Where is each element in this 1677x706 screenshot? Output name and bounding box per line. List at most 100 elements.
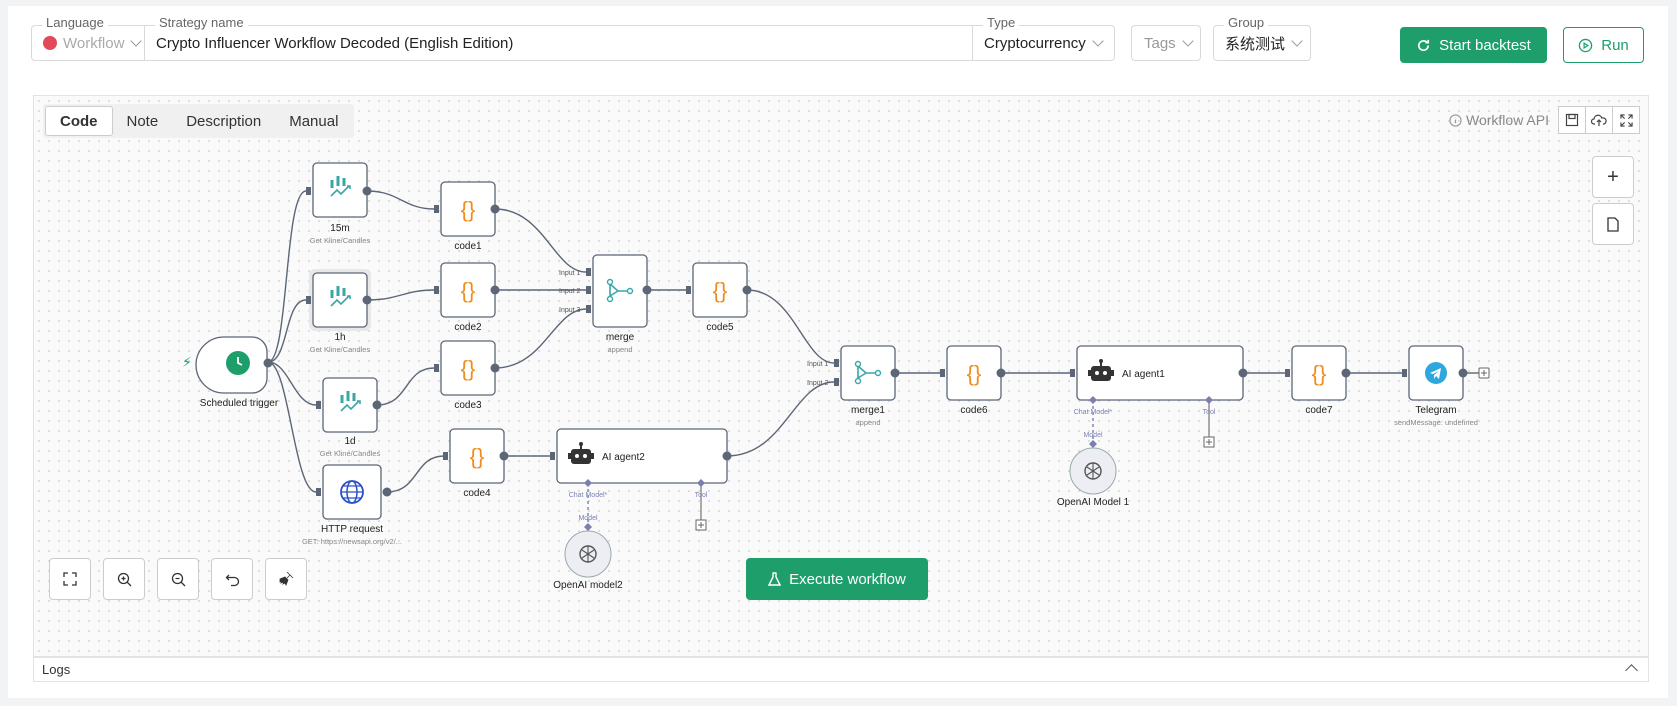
ai-agent1-label: AI agent1: [1122, 369, 1165, 380]
kline-1d-label: 1d: [344, 436, 355, 447]
refresh-icon: [1418, 39, 1430, 51]
tags-select[interactable]: Tags: [1131, 25, 1201, 61]
code2-node[interactable]: {} code2: [434, 262, 500, 333]
add-node-panel-button[interactable]: +: [1592, 156, 1634, 198]
kline-1d-node[interactable]: 1d Get Kline/Candles: [316, 377, 382, 458]
code4-node[interactable]: {} code4: [443, 428, 509, 499]
tool-label: Tool: [1203, 409, 1216, 416]
strategy-name-value[interactable]: Crypto Influencer Workflow Decoded (Engl…: [156, 34, 514, 52]
kline-15m-sub: Get Kline/Candles: [310, 236, 371, 245]
code4-label: code4: [463, 488, 491, 499]
http-request-label: HTTP request: [321, 524, 383, 535]
type-select[interactable]: Type Cryptocurrency: [972, 16, 1115, 61]
logs-label: Logs: [42, 662, 71, 677]
group-value: 系统测试: [1225, 35, 1286, 53]
code5-node[interactable]: {} code5: [686, 262, 752, 333]
fullscreen-button[interactable]: [1612, 106, 1640, 134]
connection-wires: [267, 190, 1479, 527]
code1-label: code1: [454, 241, 482, 252]
add-tool-button[interactable]: [695, 519, 707, 531]
execute-workflow-label: Execute workflow: [789, 570, 906, 588]
play-circle-icon: [1578, 38, 1593, 52]
strategy-name-field[interactable]: Strategy name Crypto Influencer Workflow…: [144, 16, 973, 61]
code6-node[interactable]: {} code6: [940, 345, 1006, 416]
sticky-note-button[interactable]: [1592, 203, 1634, 245]
openai-model2-node[interactable]: OpenAI model2: [553, 530, 623, 591]
plus-icon: +: [1607, 165, 1619, 188]
workflow-graph: ⚡ Scheduled trigger 15m Get Kline/Candle…: [182, 162, 1490, 591]
logs-panel[interactable]: Logs: [33, 657, 1649, 682]
language-label: Language: [42, 16, 108, 30]
candles-icon: [330, 185, 351, 197]
language-select[interactable]: Language Workflow: [31, 16, 145, 61]
telegram-node[interactable]: Telegram sendMessage: undefined: [1394, 345, 1478, 427]
save-button[interactable]: [1558, 106, 1586, 134]
zoom-out-icon: [171, 572, 185, 586]
code-braces-icon: {}: [967, 361, 982, 386]
code7-node[interactable]: {} code7: [1285, 345, 1351, 416]
merge1-node[interactable]: Input 1 Input 2 merge1 append: [807, 345, 900, 427]
scheduled-trigger-node[interactable]: ⚡ Scheduled trigger: [182, 336, 279, 409]
code1-node[interactable]: {} code1: [434, 181, 500, 252]
upload-cloud-button[interactable]: [1585, 106, 1613, 134]
merge-node[interactable]: Input 1 Input 2 Input 3 merge append: [559, 254, 652, 354]
ai-agent1-node[interactable]: AI agent1 Chat Model* Tool Model: [1070, 345, 1248, 448]
fit-view-icon: [63, 572, 77, 586]
workflow-canvas[interactable]: Code Note Description Manual Workflow AP…: [33, 95, 1649, 657]
chevron-up-icon[interactable]: [1625, 664, 1638, 677]
tab-description[interactable]: Description: [186, 112, 262, 130]
flask-icon: [768, 572, 782, 586]
tab-note[interactable]: Note: [126, 112, 159, 130]
execute-workflow-button[interactable]: Execute workflow: [746, 558, 928, 600]
add-tool-button[interactable]: [1203, 436, 1215, 448]
candles-icon: [330, 295, 351, 307]
code7-label: code7: [1305, 405, 1333, 416]
code3-label: code3: [454, 400, 482, 411]
group-label: Group: [1224, 16, 1269, 30]
cloud-upload-icon: [1591, 114, 1607, 126]
broom-icon: [279, 571, 294, 586]
reset-zoom-button[interactable]: [211, 558, 253, 600]
chevron-down-icon: [1182, 34, 1194, 47]
group-select[interactable]: Group 系统测试: [1213, 16, 1311, 61]
code-braces-icon: {}: [713, 278, 728, 303]
ai-agent2-node[interactable]: AI agent2 Chat Model* Tool Model: [550, 428, 732, 531]
code-braces-icon: {}: [461, 278, 476, 303]
note-icon: [1607, 216, 1619, 232]
merge-input3-label: Input 3: [559, 307, 581, 314]
merge-label: merge: [606, 332, 635, 343]
info-icon: [1449, 113, 1462, 127]
telegram-label: Telegram: [1415, 405, 1456, 416]
trigger-label: Scheduled trigger: [200, 398, 279, 409]
tab-code[interactable]: Code: [45, 106, 113, 136]
merge1-sub: append: [855, 418, 880, 427]
tags-placeholder: Tags: [1144, 34, 1176, 52]
fit-view-button[interactable]: [49, 558, 91, 600]
openai-model2-label: OpenAI model2: [553, 580, 623, 591]
zoom-in-button[interactable]: [103, 558, 145, 600]
lightning-icon: ⚡: [182, 354, 192, 370]
merge-input1-label: Input 1: [559, 270, 581, 277]
kline-15m-node[interactable]: 15m Get Kline/Candles: [306, 162, 372, 245]
add-node-button[interactable]: [1478, 367, 1490, 379]
telegram-sub: sendMessage: undefined: [1394, 418, 1478, 427]
zoom-out-button[interactable]: [157, 558, 199, 600]
code3-node[interactable]: {} code3: [434, 340, 500, 411]
tab-manual[interactable]: Manual: [289, 112, 339, 130]
chat-model-label: Chat Model*: [1074, 409, 1113, 416]
http-request-node[interactable]: HTTP request GET: https://newsapi.org/v2…: [302, 464, 402, 546]
openai-model1-node[interactable]: OpenAI Model 1: [1057, 447, 1130, 508]
strategy-label: Strategy name: [155, 16, 248, 30]
page: Language Workflow Strategy name Crypto I…: [8, 6, 1668, 698]
run-button[interactable]: Run: [1563, 27, 1644, 63]
code-braces-icon: {}: [470, 444, 485, 469]
save-icon: [1565, 113, 1579, 127]
kline-1h-label: 1h: [334, 332, 345, 343]
merge1-label: merge1: [851, 405, 885, 416]
tidy-up-button[interactable]: [265, 558, 307, 600]
start-backtest-button[interactable]: Start backtest: [1400, 27, 1547, 63]
kline-1h-node[interactable]: 1h Get Kline/Candles: [306, 269, 372, 354]
run-label: Run: [1601, 36, 1629, 54]
merge-input2-label: Input 2: [559, 288, 581, 295]
workflow-api-link[interactable]: Workflow API: [1449, 112, 1549, 128]
